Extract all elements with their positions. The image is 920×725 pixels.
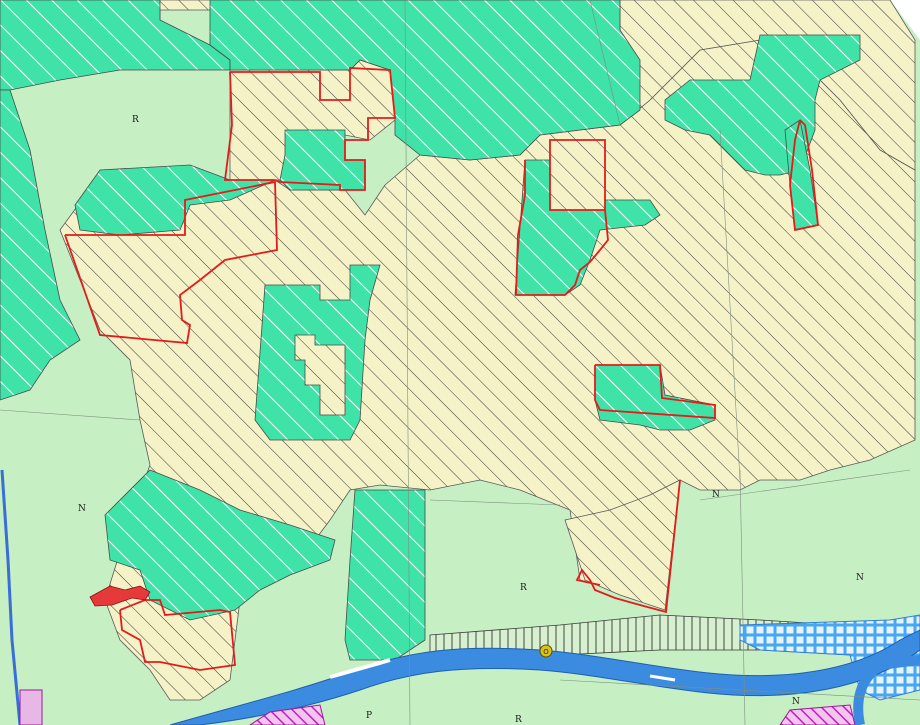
forest-zone-north-center[interactable] — [209, 0, 641, 161]
planned-boundaries — [64, 67, 819, 671]
boundary-southwest[interactable] — [119, 599, 236, 671]
boundary-east-center[interactable] — [594, 364, 716, 419]
forest-zone-south-strip[interactable] — [344, 489, 426, 661]
zone-label-n-center: N — [712, 490, 720, 500]
reserve-hole-center — [294, 334, 346, 416]
reserve-hole-center-east — [549, 139, 606, 211]
boundary-south[interactable] — [575, 479, 681, 614]
river-marking-west — [329, 658, 391, 679]
boundary-west[interactable] — [64, 180, 278, 344]
zone-label-n-west: N — [78, 504, 86, 514]
forest-zone-west-arm[interactable] — [74, 164, 276, 236]
special-zone-southwest[interactable] — [249, 704, 326, 725]
circle-marker-icon[interactable]: O — [539, 644, 553, 658]
forest-zone-west-strip[interactable] — [0, 89, 81, 401]
forest-zone-southwest[interactable] — [104, 469, 336, 621]
boundary-east-strip[interactable] — [789, 119, 819, 232]
road-southeast-curve[interactable] — [853, 655, 920, 725]
zone-label-r-northwest: R — [132, 115, 139, 125]
forest-zone-east-center[interactable] — [594, 364, 716, 431]
zone-label-r-south: R — [520, 583, 527, 593]
zone-label-r-bottom: R — [515, 715, 522, 725]
special-zone-corner[interactable] — [19, 689, 43, 725]
river-canal[interactable] — [169, 629, 920, 725]
zone-label-n-east: N — [856, 573, 864, 583]
red-block-southwest[interactable] — [89, 585, 151, 607]
marker-label: O — [543, 648, 549, 656]
boundary-center-east[interactable] — [515, 139, 609, 296]
map-blank-corner — [890, 0, 920, 40]
road-west[interactable] — [0, 469, 22, 725]
special-zone-southeast[interactable] — [779, 704, 856, 725]
zone-label-n-southeast: N — [792, 697, 800, 707]
river-marking-east — [649, 674, 676, 682]
zone-label-p-bottom: P — [366, 711, 372, 721]
water-grid-zone[interactable] — [739, 614, 920, 701]
boundary-north[interactable] — [223, 67, 396, 191]
